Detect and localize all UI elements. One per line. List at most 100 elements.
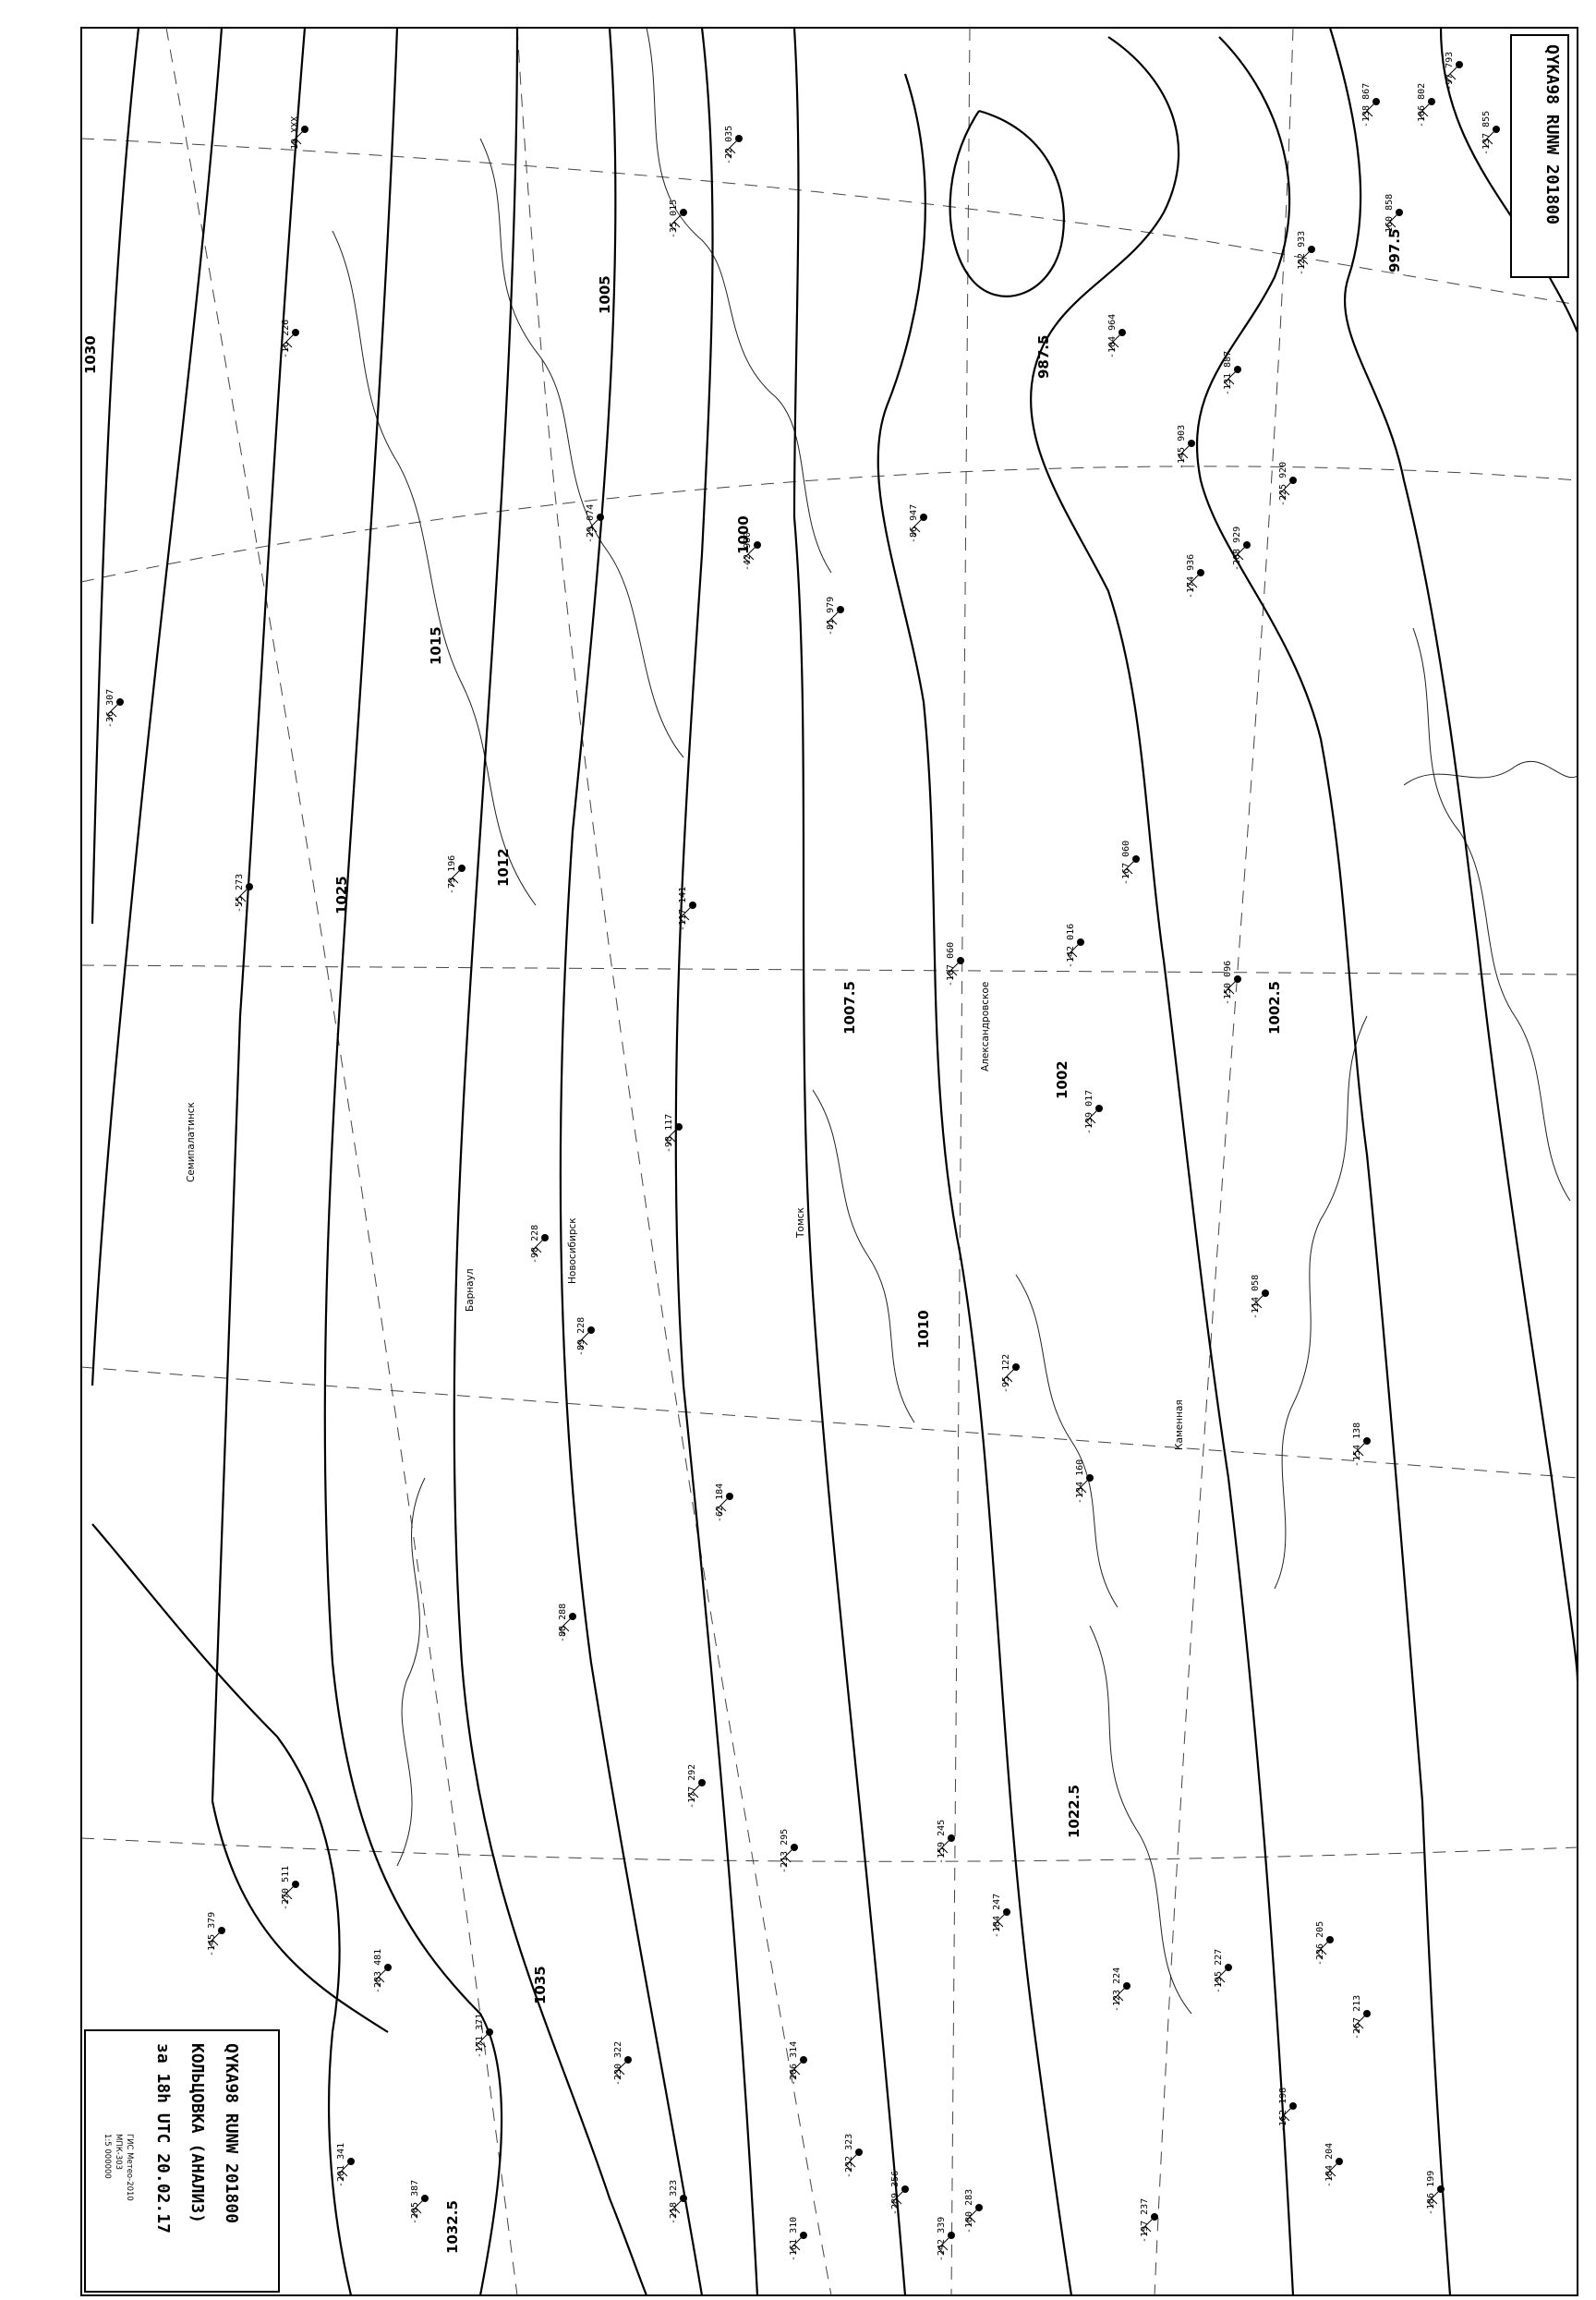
- station-plot: -177 292: [687, 1764, 706, 1809]
- station-plot: -184 247: [992, 1894, 1010, 1938]
- station-values: -150 096: [1223, 961, 1233, 1005]
- coordinate-grid: [80, 27, 1578, 2296]
- station-values: -138 867: [1361, 83, 1372, 127]
- station-values: -236 205: [1315, 1921, 1325, 1966]
- isobar-label: 987.5: [1035, 335, 1052, 379]
- isobar-label: 1007.5: [841, 981, 858, 1035]
- station-circle: [1118, 329, 1126, 336]
- station-values: -145 379: [207, 1912, 217, 1956]
- station-plot: -195 227: [1214, 1949, 1232, 1993]
- station-circle: [458, 865, 466, 872]
- station-circle: [1086, 1474, 1094, 1482]
- station-circle: [689, 902, 696, 909]
- station-values: -184 204: [1324, 2143, 1335, 2187]
- station-circle: [116, 698, 124, 706]
- station-circle: [1372, 98, 1380, 105]
- city-label: Каменная: [1174, 1399, 1185, 1450]
- station-values: -123 224: [1112, 1967, 1122, 2012]
- station-plot: -123 224: [1112, 1967, 1130, 2012]
- station-plot: -270 511: [281, 1866, 299, 1910]
- city-label: Новосибирск: [567, 1217, 578, 1284]
- station-plot: -22 035: [724, 126, 743, 164]
- station-values: -95 122: [1001, 1354, 1011, 1393]
- station-values: -29 074: [586, 504, 596, 543]
- station-circle: [246, 883, 253, 890]
- station-values: -184 247: [992, 1894, 1002, 1938]
- station-plot: -79 196: [447, 855, 466, 894]
- isobar-labels: 1030 1005 1000 987.5 997.5 1012 1025 100…: [82, 229, 1403, 2254]
- station-values: -114 058: [1251, 1275, 1261, 1319]
- station-values: -98 228: [530, 1225, 540, 1264]
- station-circle: [1188, 440, 1195, 447]
- station-plot: -145 379: [207, 1912, 225, 1956]
- station-plot: -162 198: [1278, 2088, 1297, 2132]
- station-plot: -197 237: [1140, 2198, 1158, 2243]
- header-box: QYKA98 RUNW 201800: [1510, 34, 1569, 278]
- station-plot: -267 213: [1352, 1995, 1371, 2040]
- station-values: -160 858: [1384, 194, 1395, 238]
- station-values: -104 964: [1107, 314, 1118, 358]
- isobar-label: 1012: [495, 848, 512, 887]
- station-values: -195 227: [1214, 1949, 1224, 1993]
- station-plot: -35 015: [669, 200, 687, 238]
- station-circle: [1234, 366, 1241, 373]
- station-values: -213 295: [780, 1829, 790, 1873]
- station-circle: [754, 541, 761, 549]
- station-plot: -160 858: [1384, 194, 1403, 238]
- station-plots: -97 793-106 802-138 867-137 855-122 933-…: [105, 52, 1500, 2261]
- isobar-label: 1022.5: [1066, 1785, 1082, 1838]
- station-values: -159 245: [937, 1820, 947, 1864]
- station-circle: [301, 126, 308, 133]
- legend-code: QYKA98 RUNW 201800: [222, 2043, 241, 2223]
- station-plot: -236 205: [1315, 1921, 1334, 1966]
- station-values: -232 323: [844, 2134, 854, 2178]
- station-plot: -171 371: [475, 2014, 493, 2058]
- station-plot: -29 074: [586, 504, 604, 543]
- station-plot: -88 288: [558, 1604, 576, 1642]
- station-values: -267 213: [1352, 1995, 1362, 2040]
- map-frame: [80, 27, 1578, 2296]
- station-circle: [855, 2149, 863, 2156]
- station-plot: -213 295: [780, 1829, 798, 1873]
- city-label: Александровское: [980, 982, 991, 1071]
- station-circle: [541, 1234, 549, 1241]
- station-plot: -19 XXX: [290, 116, 308, 155]
- legend-title: КОЛЬЦОВКА (АНАЛИЗ): [187, 2043, 207, 2223]
- station-plot: -145 903: [1177, 425, 1195, 469]
- station-plot: -161 310: [789, 2217, 807, 2261]
- legend-time: за 18h UTC 20.02.17: [153, 2043, 173, 2233]
- station-plot: -138 867: [1361, 83, 1380, 127]
- station-values: -117 141: [678, 887, 688, 931]
- isobar-label: 1032.5: [444, 2200, 461, 2254]
- isobar-label: 1000: [735, 515, 752, 554]
- station-values: -22 035: [724, 126, 734, 164]
- station-circle: [800, 2056, 807, 2064]
- station-values: -206 314: [789, 2041, 799, 2086]
- legend-box: QYKA98 RUNW 201800 КОЛЬЦОВКА (АНАЛИЗ) за…: [84, 2029, 280, 2293]
- station-values: -139 017: [1084, 1090, 1094, 1134]
- station-plot: -42 980: [743, 532, 761, 571]
- station-circle: [569, 1613, 576, 1620]
- station-circle: [920, 514, 927, 521]
- station-circle: [1123, 1982, 1130, 1990]
- station-plot: -86 947: [909, 504, 927, 543]
- station-values: -197 237: [1140, 2198, 1150, 2243]
- station-values: -88 288: [558, 1604, 568, 1642]
- city-label: Семипалатинск: [186, 1102, 197, 1182]
- city-labels: Новосибирск Барнаул Александровское Каме…: [186, 982, 1185, 1450]
- isobar-label: 1030: [82, 335, 99, 374]
- station-values: -242 339: [937, 2217, 947, 2261]
- station-circle: [1003, 1908, 1010, 1916]
- station-circle: [837, 606, 844, 613]
- station-values: -122 933: [1297, 231, 1307, 275]
- station-circle: [421, 2195, 429, 2202]
- station-values: -186 199: [1426, 2171, 1436, 2215]
- isobar-label: 1010: [915, 1310, 932, 1349]
- station-circle: [292, 329, 299, 336]
- station-circle: [1456, 61, 1463, 68]
- isobar-label: 1015: [428, 626, 444, 665]
- station-plot: -36 307: [105, 689, 124, 728]
- station-values: -218 323: [669, 2180, 679, 2224]
- station-circle: [1336, 2158, 1343, 2165]
- station-plot: -117 141: [678, 887, 696, 931]
